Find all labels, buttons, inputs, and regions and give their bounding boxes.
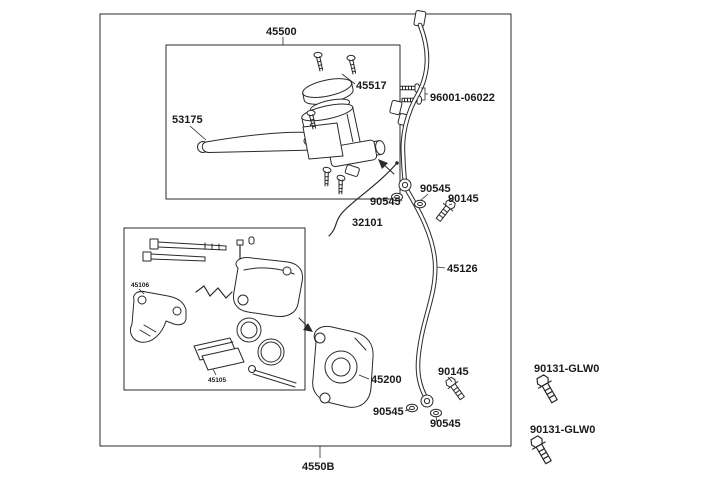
oil-bolt-icon bbox=[443, 375, 468, 403]
washer-icon bbox=[414, 199, 426, 209]
part-label-90131-b: 90131-GLW0 bbox=[530, 424, 595, 436]
caliper-half-drawing bbox=[233, 257, 303, 317]
part-label-90545-lower-b: 90545 bbox=[430, 418, 461, 430]
leader-lines bbox=[138, 37, 453, 423]
pad-pin-icon bbox=[248, 365, 297, 388]
cap-screw-icon bbox=[346, 54, 357, 75]
brake-lever-drawing bbox=[197, 109, 344, 160]
master-cylinder-drawing bbox=[197, 51, 395, 196]
brake-hose-drawing bbox=[398, 10, 438, 408]
part-label-45200: 45200 bbox=[371, 374, 402, 386]
slide-pin-icon bbox=[142, 251, 206, 262]
cable-drawing bbox=[328, 161, 399, 237]
part-label-45517: 45517 bbox=[356, 80, 387, 92]
part-label-32101: 32101 bbox=[352, 217, 383, 229]
clamp-screw-icon bbox=[318, 166, 333, 188]
part-label-96001: 96001-06022 bbox=[430, 92, 495, 104]
part-labels: 45500 45517 53175 96001-06022 90545 9054… bbox=[131, 26, 599, 473]
part-label-90545-upper-b: 90545 bbox=[420, 183, 451, 195]
part-label-45500: 45500 bbox=[266, 26, 297, 38]
washer-icon bbox=[430, 408, 442, 418]
part-label-45126: 45126 bbox=[447, 263, 478, 275]
part-label-90131-a: 90131-GLW0 bbox=[534, 363, 599, 375]
banjo-eye-icon bbox=[420, 394, 434, 408]
caliper-kit-box bbox=[123, 227, 306, 391]
banjo-eye-icon bbox=[398, 178, 412, 192]
part-label-90145-lower: 90145 bbox=[438, 366, 469, 378]
washer-icon bbox=[406, 403, 418, 413]
part-label-45106: 45106 bbox=[131, 282, 149, 289]
brake-pads-drawing bbox=[193, 337, 245, 371]
caliper-bracket-drawing bbox=[129, 291, 187, 343]
pad-spring-icon bbox=[195, 285, 233, 299]
piston-drawing bbox=[236, 317, 285, 366]
part-label-90145-upper: 90145 bbox=[448, 193, 479, 205]
caliper-kit-drawing bbox=[129, 236, 303, 388]
caliper-drawing bbox=[312, 325, 374, 408]
cap-screw-icon bbox=[313, 51, 324, 72]
part-label-90545-upper-a: 90545 bbox=[370, 196, 401, 208]
clamp-half-drawing bbox=[344, 164, 360, 177]
flange-bolt-icon bbox=[527, 433, 556, 467]
clamp-screw-icon bbox=[332, 174, 347, 196]
slide-pin-icon bbox=[149, 238, 227, 251]
clamp-bolt-icon bbox=[399, 83, 421, 93]
kit-arrow-icon bbox=[298, 317, 313, 332]
part-label-45105: 45105 bbox=[208, 377, 226, 384]
flange-bolt-icon bbox=[533, 372, 562, 406]
assembly-label-4550B: 4550B bbox=[302, 461, 334, 473]
part-label-53175: 53175 bbox=[172, 114, 203, 126]
part-label-90545-lower-a: 90545 bbox=[373, 406, 404, 418]
outer-frame bbox=[99, 13, 512, 458]
assembly-arrow-icon bbox=[378, 159, 395, 175]
